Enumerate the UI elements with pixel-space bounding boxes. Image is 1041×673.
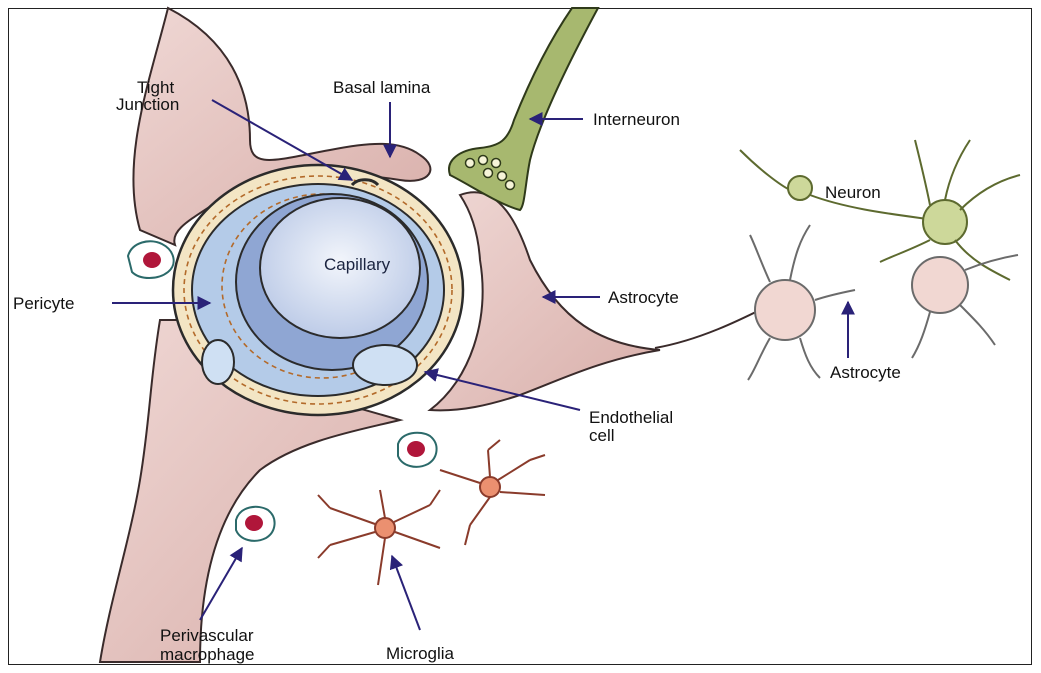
label-capillary: Capillary [324,255,391,274]
label-astrocyte-right: Astrocyte [830,363,901,382]
astrocyte-cells-right [748,225,1018,380]
label-perivascular-1: Perivascular [160,626,254,645]
label-neuron: Neuron [825,183,881,202]
interneuron-shape [449,8,598,210]
macrophage-top [128,241,174,278]
label-astrocyte-left: Astrocyte [608,288,679,307]
label-microglia: Microglia [386,644,455,663]
neuron-cell [740,140,1020,280]
label-pericyte: Pericyte [13,294,74,313]
label-interneuron: Interneuron [593,110,680,129]
endothelial-nucleus [353,345,417,385]
label-tight-junction-2: Junction [116,95,179,114]
label-endothelial-1: Endothelial [589,408,673,427]
label-endothelial-2: cell [589,426,615,445]
astrocyte-process [655,305,770,348]
pericyte-nucleus [202,340,234,384]
macrophage-middle [398,433,437,467]
label-perivascular-2: macrophage [160,645,255,664]
macrophage-bottom [236,507,275,541]
label-basal-lamina: Basal lamina [333,78,431,97]
